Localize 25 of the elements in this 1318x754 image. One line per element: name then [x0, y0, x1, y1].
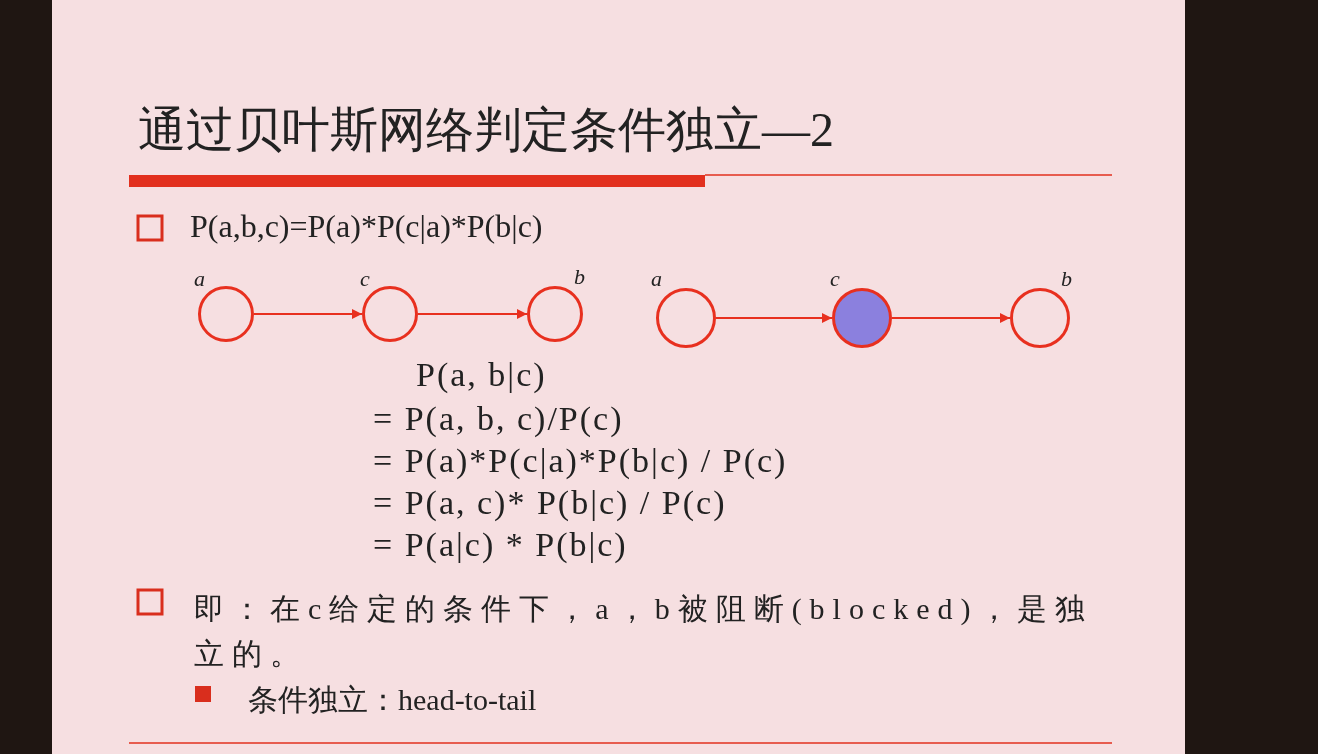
- arrow: [891, 313, 1011, 323]
- equation-line: = P(a, b, c)/P(c): [373, 400, 624, 438]
- equation-line: = P(a|c) * P(b|c): [373, 526, 628, 564]
- node-label: a: [651, 266, 662, 292]
- arrow: [715, 313, 833, 323]
- node-label: c: [360, 266, 370, 292]
- arrow: [253, 309, 363, 319]
- node-circle: [656, 288, 716, 348]
- node-label: b: [574, 264, 585, 290]
- arrow: [417, 309, 528, 319]
- bullet-text: 即：在c给定的条件下，a，b被阻断(blocked)，是独立的。: [194, 591, 1094, 672]
- node-circle: [832, 288, 892, 348]
- equation-line: P(a, b|c): [416, 356, 547, 394]
- node-label: c: [830, 266, 840, 292]
- node-label: b: [1061, 266, 1072, 292]
- slide-title: 通过贝叶斯网络判定条件独立—2: [138, 102, 834, 158]
- bullet-text: 条件独立：head-to-tail: [248, 682, 537, 718]
- node-circle: [362, 286, 418, 342]
- node-circle: [198, 286, 254, 342]
- equation-line: = P(a, c)* P(b|c) / P(c): [373, 484, 727, 522]
- node-circle: [1010, 288, 1070, 348]
- node-label: a: [194, 266, 205, 292]
- formula-text: P(a,b,c)=P(a)*P(c|a)*P(b|c): [190, 208, 543, 245]
- node-circle: [527, 286, 583, 342]
- equation-line: = P(a)*P(c|a)*P(b|c) / P(c): [373, 442, 788, 480]
